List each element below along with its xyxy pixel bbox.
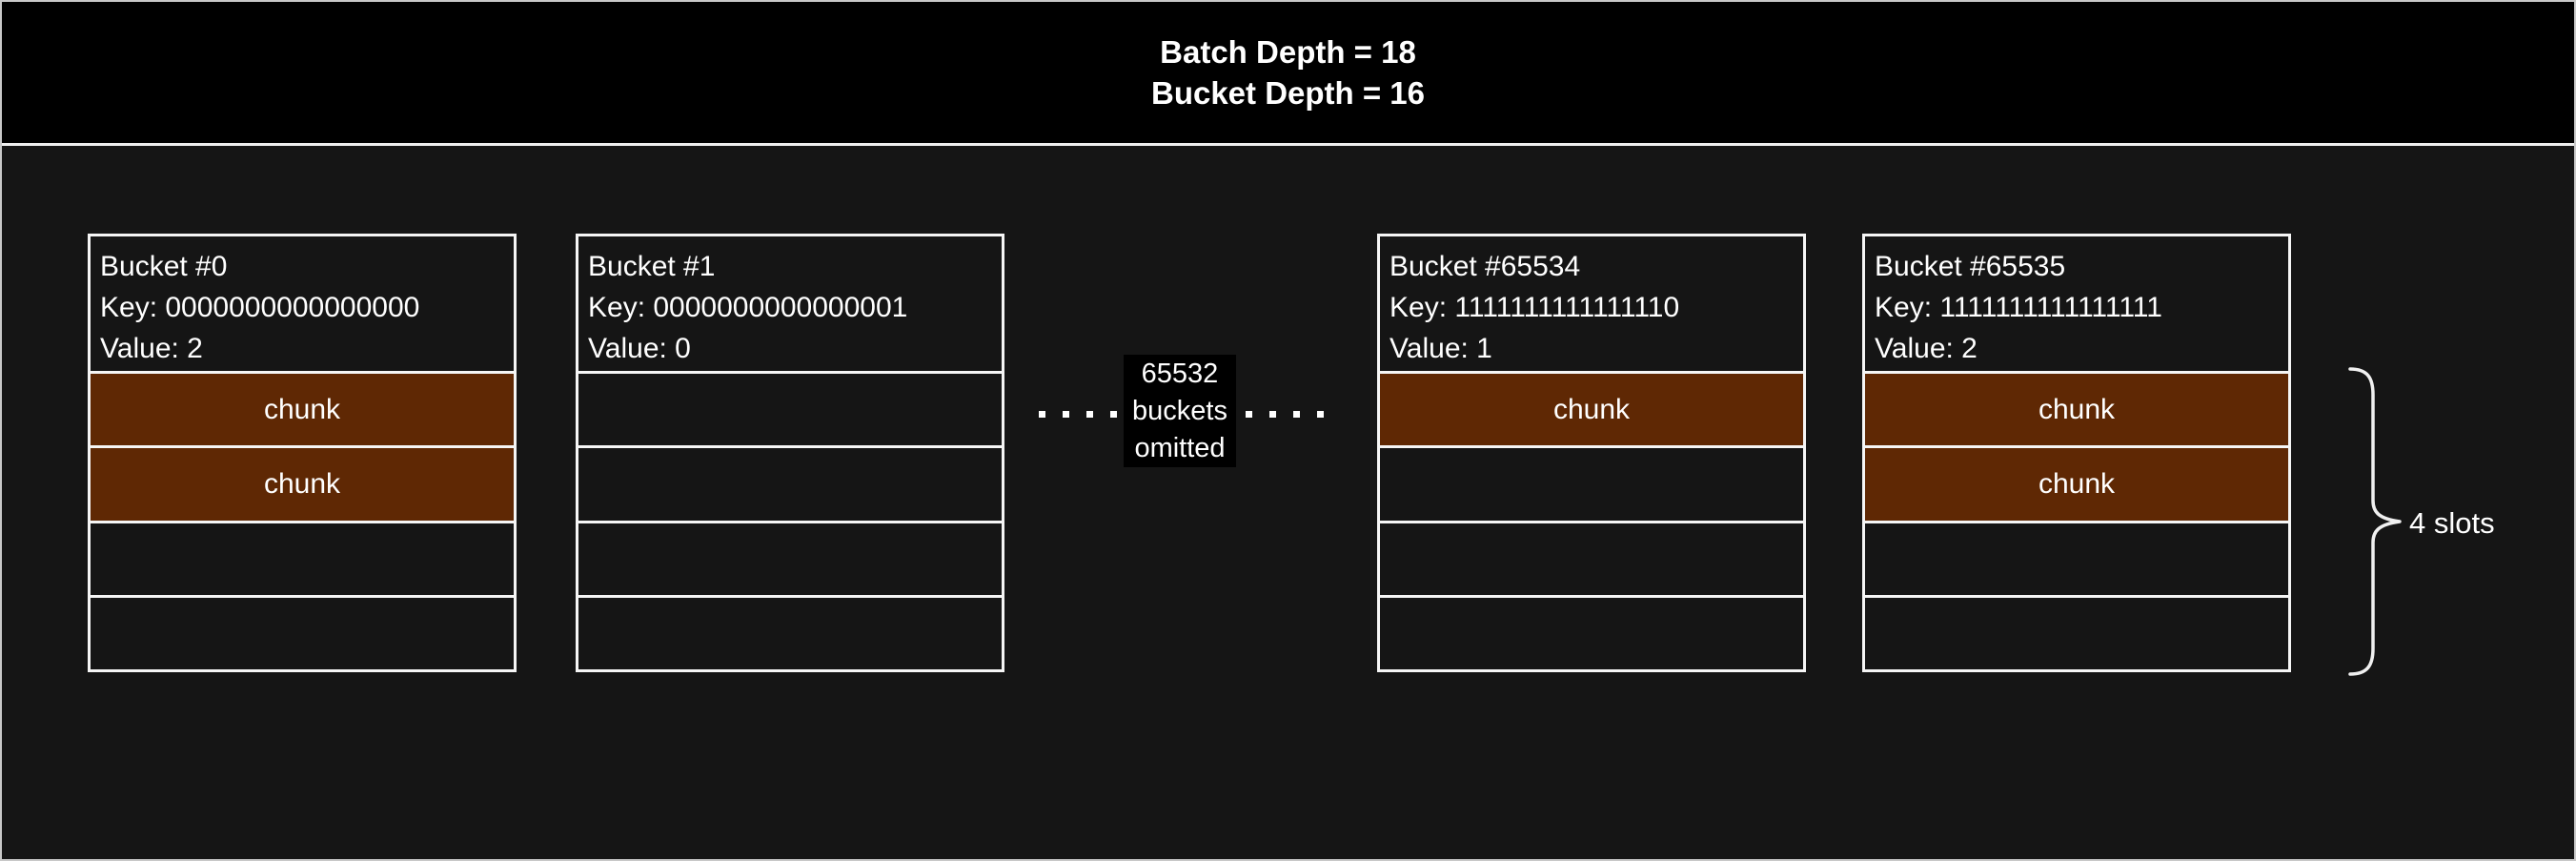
chunk-slot: chunk (91, 445, 514, 521)
slots-count-label: 4 slots (2409, 506, 2495, 540)
bucket-title: Bucket #65534 (1389, 251, 1581, 282)
bucket-key: Key: 1111111111111110 (1389, 292, 1680, 323)
empty-slot (1380, 594, 1803, 669)
empty-slot (91, 594, 514, 669)
bucket-header: Bucket #65535 Key: 1111111111111111 Valu… (1865, 236, 2288, 374)
bucket-title: Bucket #0 (100, 251, 228, 282)
dot (1246, 411, 1252, 418)
bucket-depth-label: Bucket Depth = 16 (1150, 75, 1425, 111)
chunk-slot: chunk (1380, 374, 1803, 446)
dotted-line-right (1246, 411, 1324, 418)
chunk-label: chunk (1552, 393, 1631, 425)
chunk-label: chunk (263, 393, 341, 425)
bucket-key: Key: 0000000000000001 (588, 292, 908, 323)
bucket-value: Value: 0 (588, 333, 691, 364)
dot (1039, 411, 1045, 418)
bucket-title: Bucket #65535 (1875, 251, 2066, 282)
bucket-header: Bucket #0 Key: 0000000000000000 Value: 2 (91, 236, 514, 374)
chunk-label: chunk (2038, 393, 2116, 425)
bucket-box-0: Bucket #0 Key: 0000000000000000 Value: 2… (88, 234, 517, 672)
chunk-slot: chunk (1865, 374, 2288, 446)
omitted-buckets-label: 65532 buckets omitted (1124, 355, 1236, 467)
dot (1110, 411, 1117, 418)
empty-slot (1380, 520, 1803, 595)
slots-brace-icon (2348, 367, 2402, 676)
header-band: Batch Depth = 18 Bucket Depth = 16 (2, 2, 2574, 146)
chunk-slot: chunk (91, 374, 514, 446)
bucket-value: Value: 2 (100, 333, 203, 364)
empty-slot (1865, 594, 2288, 669)
chunk-slot: chunk (1865, 445, 2288, 521)
bucket-box-65535: Bucket #65535 Key: 1111111111111111 Valu… (1862, 234, 2291, 672)
dotted-line-left (1039, 411, 1117, 418)
dot (1086, 411, 1093, 418)
dot (1063, 411, 1069, 418)
empty-slot (91, 520, 514, 595)
bucket-value: Value: 1 (1389, 333, 1492, 364)
omitted-count: 65532 (1141, 358, 1219, 389)
bucket-value: Value: 2 (1875, 333, 1978, 364)
bucket-key: Key: 1111111111111111 (1875, 292, 2162, 323)
bucket-box-1: Bucket #1 Key: 0000000000000001 Value: 0 (576, 234, 1004, 672)
empty-slot (578, 445, 1002, 520)
dot (1317, 411, 1324, 418)
chunk-label: chunk (263, 467, 341, 500)
omitted-word-omitted: omitted (1134, 432, 1226, 463)
chunk-label: chunk (2038, 467, 2116, 500)
bucket-header: Bucket #65534 Key: 1111111111111110 Valu… (1380, 236, 1803, 374)
empty-slot (578, 594, 1002, 669)
dot (1269, 411, 1276, 418)
bucket-key: Key: 0000000000000000 (100, 292, 420, 323)
empty-slot (1865, 520, 2288, 595)
batch-depth-label: Batch Depth = 18 (1160, 34, 1416, 70)
empty-slot (1380, 445, 1803, 520)
empty-slot (578, 374, 1002, 445)
bucket-header: Bucket #1 Key: 0000000000000001 Value: 0 (578, 236, 1002, 374)
bucket-box-65534: Bucket #65534 Key: 1111111111111110 Valu… (1377, 234, 1806, 672)
bucket-title: Bucket #1 (588, 251, 716, 282)
dot (1293, 411, 1300, 418)
empty-slot (578, 520, 1002, 595)
omitted-word-buckets: buckets (1132, 395, 1227, 426)
